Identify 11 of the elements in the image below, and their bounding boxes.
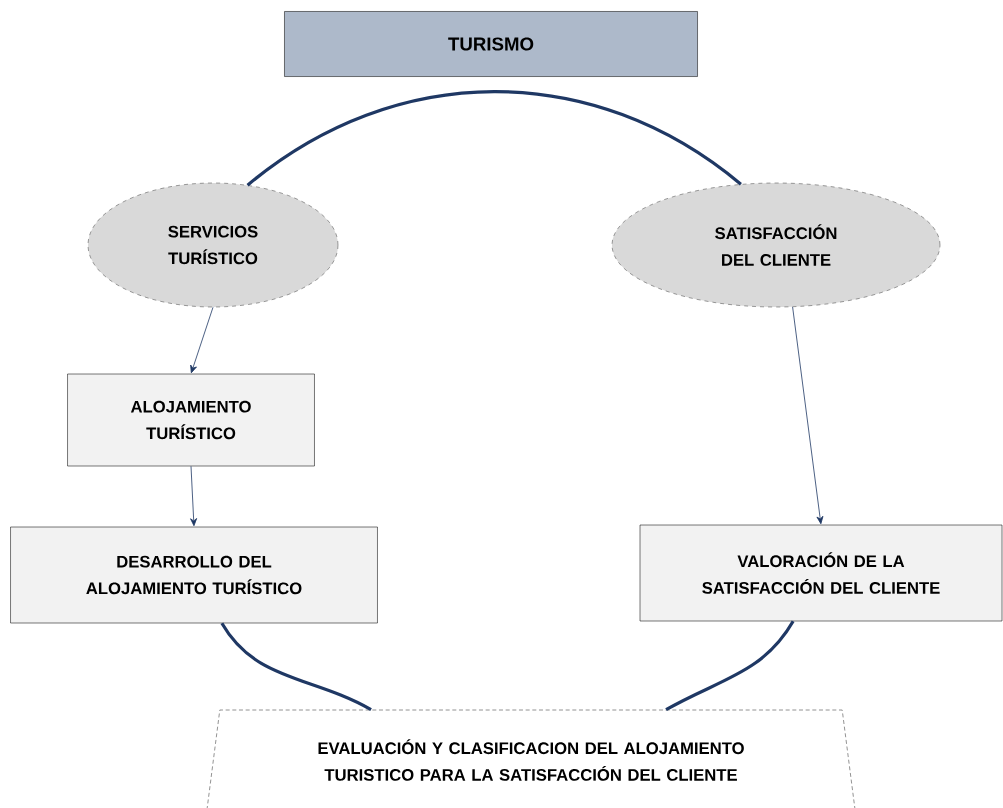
title-box: TURISMO	[284, 11, 698, 77]
arc-line	[220, 622, 372, 712]
arc-line	[246, 90, 742, 187]
arrow	[190, 465, 198, 527]
arrow	[190, 306, 214, 374]
concept-box: VALORACIÓN DE LA SATISFACCIÓN DEL CLIENTE	[639, 524, 1003, 622]
concept-box: ALOJAMIENTO TURÍSTICO	[67, 373, 315, 467]
concept-box: DESARROLLO DEL ALOJAMIENTO TURÍSTICO	[10, 526, 378, 624]
arc-line	[665, 620, 795, 712]
result-box: EVALUACIÓN Y CLASIFICACION DEL ALOJAMIENTO TURISTICO PARA LA SATISFACCIÓN DEL CLIENTE	[206, 709, 856, 808]
arrow	[792, 306, 824, 525]
